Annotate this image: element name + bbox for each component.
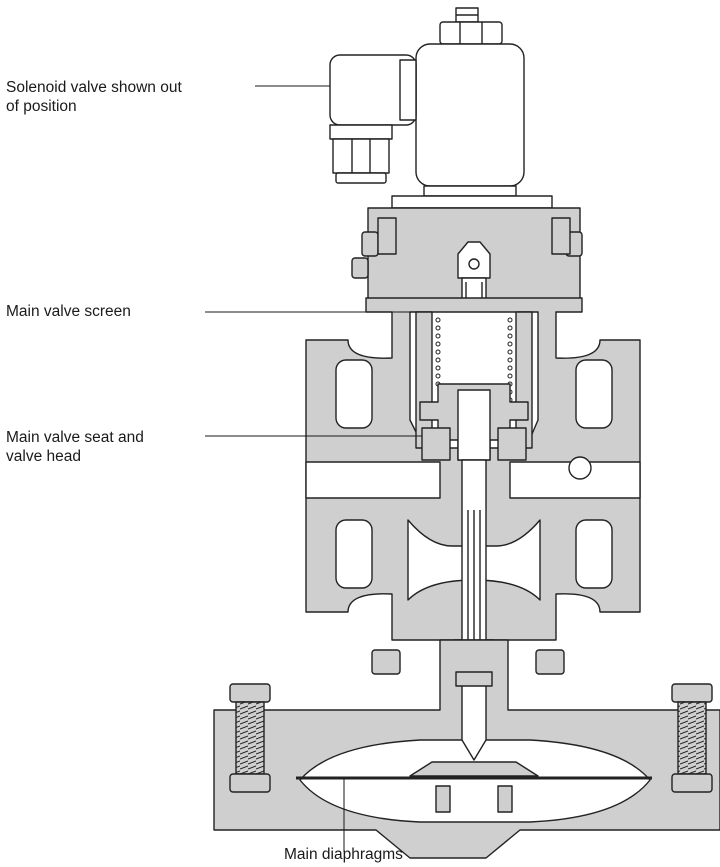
- solenoid-cable-nut: [332, 138, 390, 174]
- label-main-diaphragms: Main diaphragms: [284, 845, 403, 864]
- flange-bolt-left: [229, 683, 271, 793]
- label-seat-line1: Main valve seat and: [6, 429, 144, 446]
- valve-bonnet: [351, 195, 583, 311]
- label-diaphragms-line1: Main diaphragms: [284, 846, 403, 863]
- label-solenoid-line1: Solenoid valve shown out: [6, 79, 182, 96]
- solenoid-valve: [329, 7, 525, 197]
- label-main-valve-screen: Main valve screen: [6, 302, 131, 321]
- main-valve-seat-and-head: [419, 383, 529, 461]
- label-main-valve-seat: Main valve seat and valve head: [6, 428, 144, 466]
- solenoid-coil: [415, 43, 525, 187]
- solenoid-base: [423, 185, 517, 197]
- solenoid-connector-gland: [329, 124, 393, 140]
- label-solenoid-valve: Solenoid valve shown out of position: [6, 78, 182, 116]
- label-solenoid-line2: of position: [6, 98, 77, 115]
- solenoid-top-cap: [439, 21, 503, 45]
- diaphragm-housing: [213, 639, 720, 859]
- label-seat-line2: valve head: [6, 448, 81, 465]
- flange-bolt-right: [671, 683, 713, 793]
- label-screen-line1: Main valve screen: [6, 303, 131, 320]
